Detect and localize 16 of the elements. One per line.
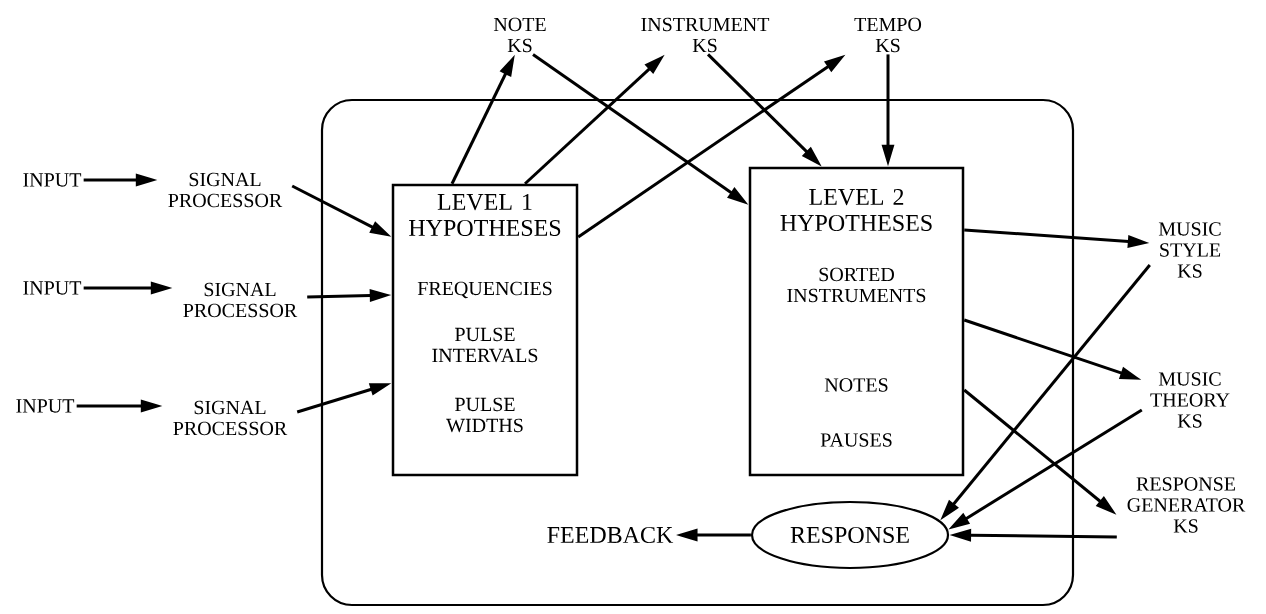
hypotheses-box: LEVEL 2 HYPOTHESES SORTED INSTRUMENTS NOTES PAUSES: [748, 166, 965, 477]
node-label: MUSIC THEORY KS: [1150, 372, 1230, 428]
node-label: INPUT: [23, 173, 82, 187]
node-label: SIGNAL PROCESSOR: [183, 282, 298, 318]
hypotheses-box: LEVEL 1 HYPOTHESES FREQUENCIES PULSE INTERVALS PULSE WIDTHS: [391, 183, 579, 477]
node-label: MUSIC STYLE KS: [1158, 222, 1221, 278]
node-label: INPUT: [23, 281, 82, 295]
node-label: FEEDBACK: [547, 526, 674, 544]
node-label: NOTE KS: [493, 17, 546, 53]
node-label: SIGNAL PROCESSOR: [168, 172, 283, 208]
node-label: INSTRUMENT KS: [641, 17, 770, 53]
outer-frame: [320, 98, 1075, 607]
node-label: TEMPO KS: [854, 17, 922, 53]
node-label: INPUT: [16, 399, 75, 413]
node-label: SIGNAL PROCESSOR: [173, 400, 288, 436]
node-label: RESPONSE GENERATOR KS: [1127, 477, 1246, 533]
